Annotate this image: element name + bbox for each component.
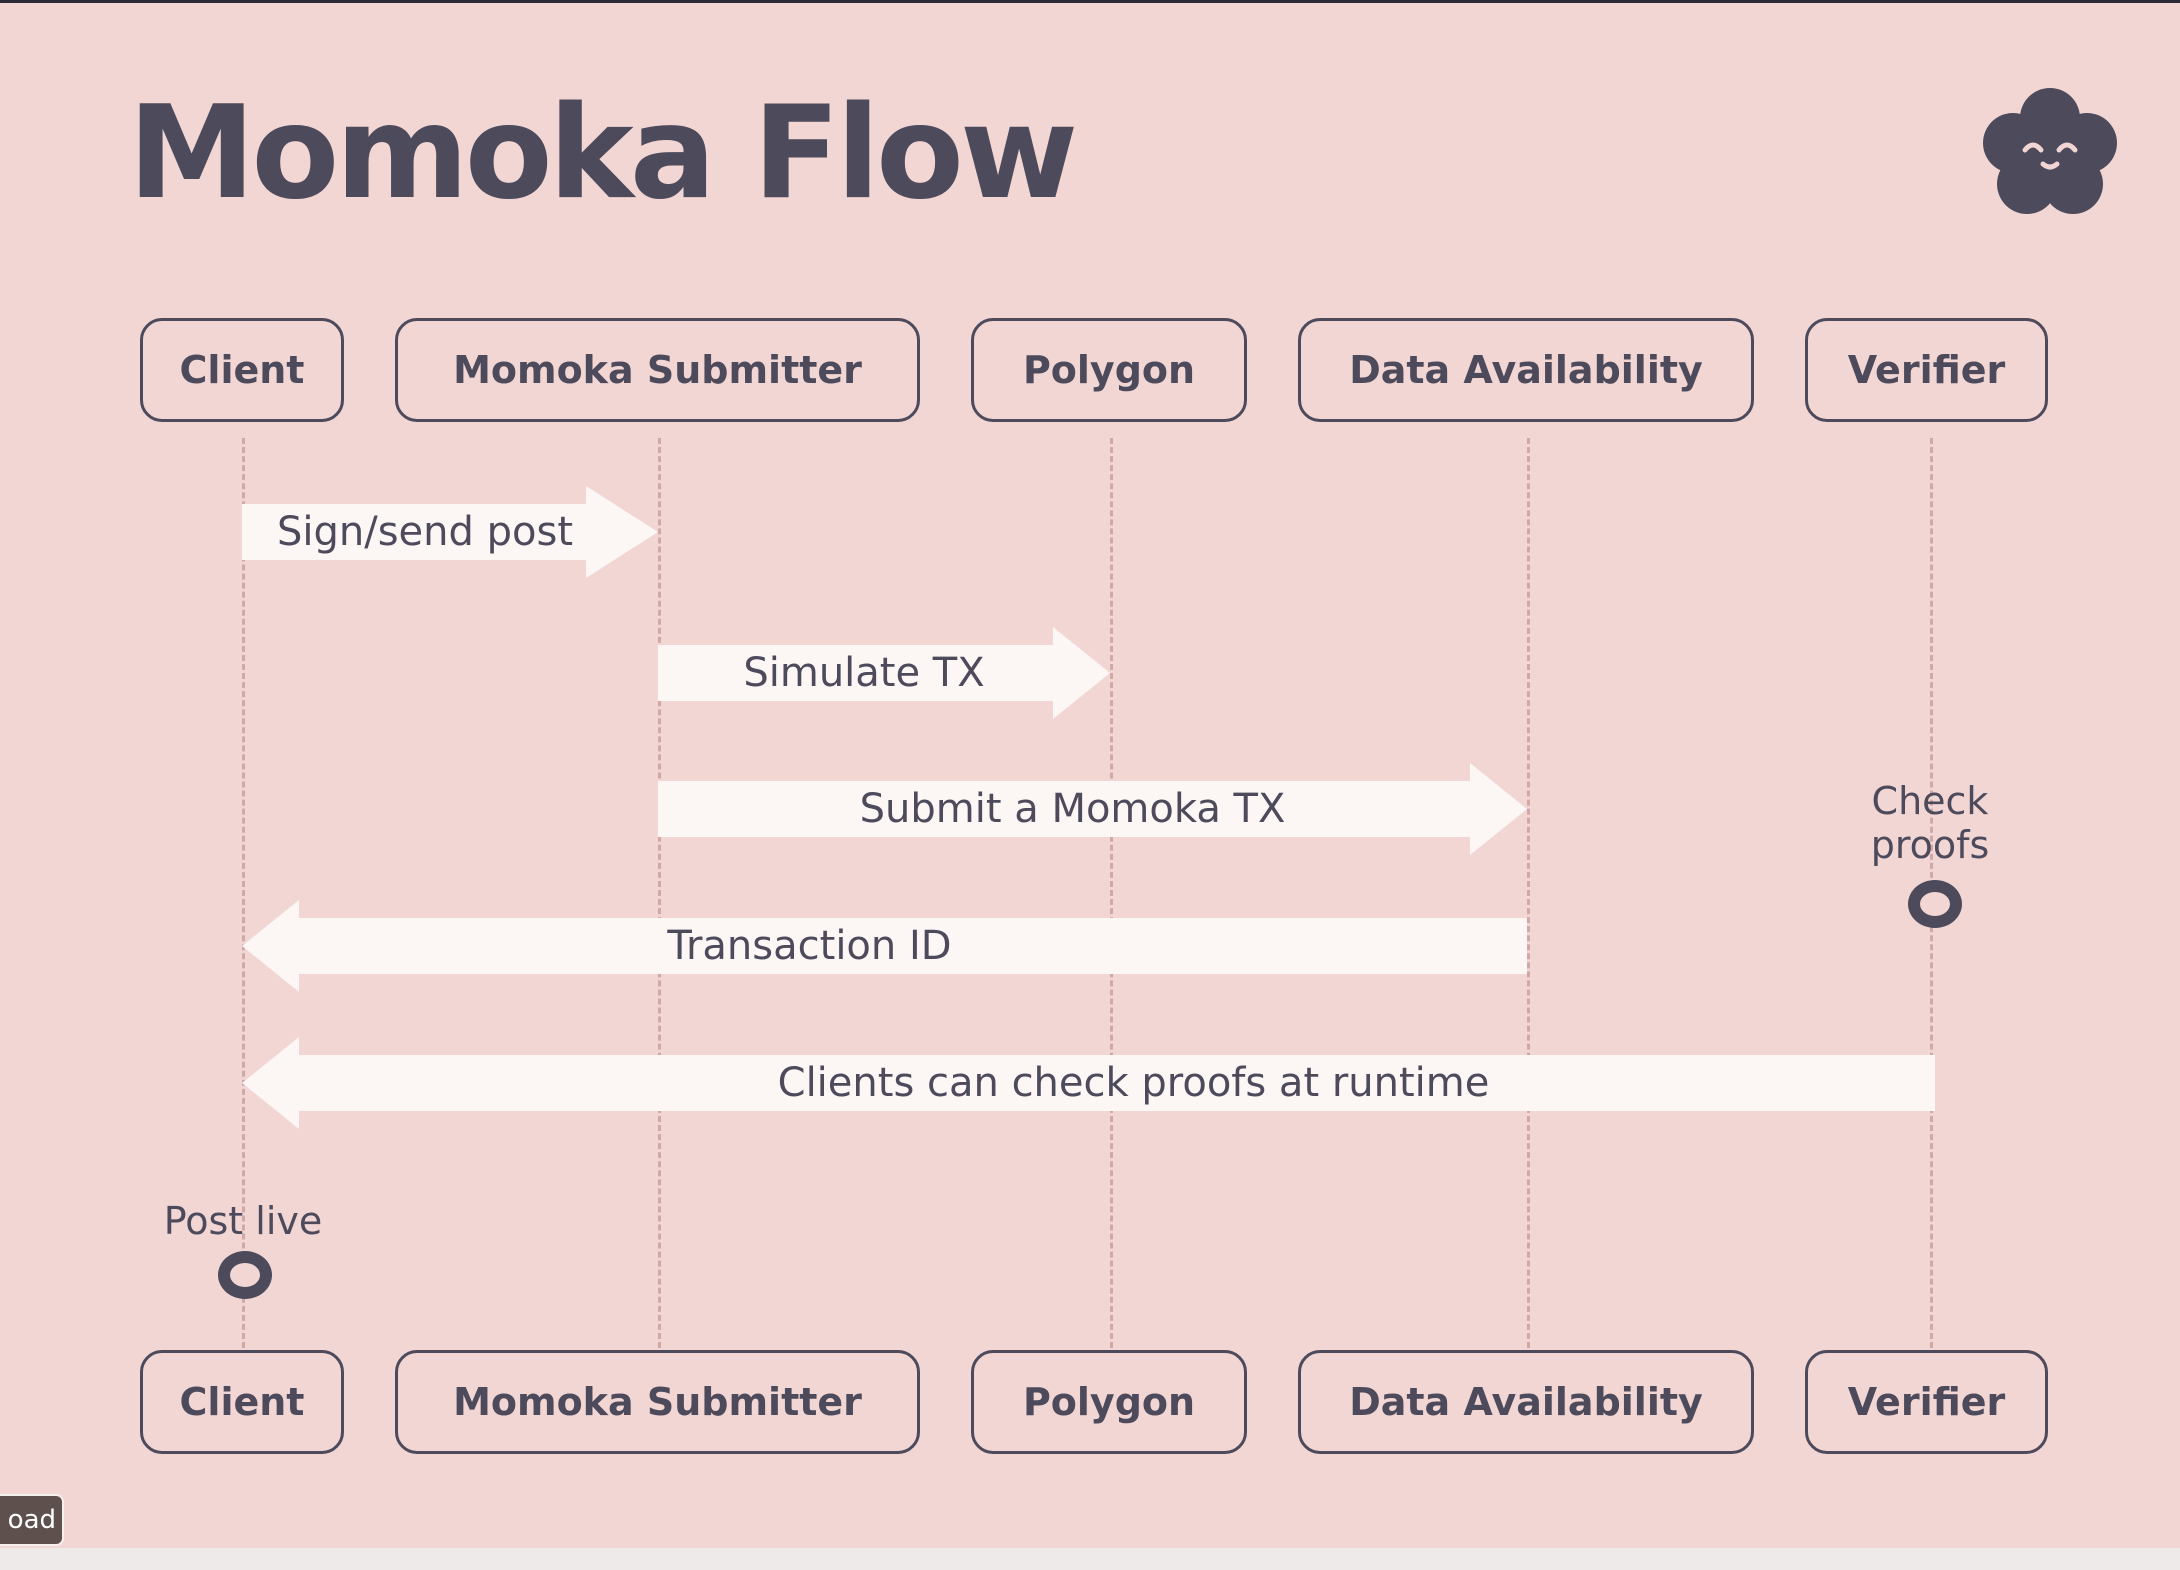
actor-verifier-top: Verifier — [1805, 318, 2048, 422]
actor-client-bottom: Client — [140, 1350, 344, 1454]
lifeline-momoka-submitter — [658, 438, 661, 1348]
message-label: Clients can check proofs at runtime — [777, 1060, 1490, 1106]
note-check-proofs: Check proofs — [1870, 779, 1990, 867]
message-transaction-id: Transaction ID — [242, 900, 1527, 992]
message-submit-momoka-tx: Submit a Momoka TX — [658, 763, 1527, 855]
actor-momoka-submitter-bottom: Momoka Submitter — [395, 1350, 920, 1454]
page-title: Momoka Flow — [128, 79, 1078, 228]
message-label: Sign/send post — [276, 509, 573, 555]
message-label: Simulate TX — [743, 650, 985, 696]
arrow-shape — [658, 763, 1527, 855]
actor-polygon-bottom: Polygon — [971, 1350, 1247, 1454]
actor-momoka-submitter-top: Momoka Submitter — [395, 318, 920, 422]
bottom-bar — [0, 1548, 2180, 1570]
marker-post-live — [218, 1251, 272, 1299]
message-sign-send-post: Sign/send post — [242, 486, 658, 578]
lifeline-polygon — [1110, 438, 1113, 1348]
lifeline-client — [242, 438, 245, 1348]
message-simulate-tx: Simulate TX — [658, 627, 1110, 719]
actor-polygon-top: Polygon — [971, 318, 1247, 422]
arrow-shape — [658, 627, 1110, 719]
actor-data-availability-top: Data Availability — [1298, 318, 1754, 422]
actor-verifier-bottom: Verifier — [1805, 1350, 2048, 1454]
lifeline-data-availability — [1527, 438, 1530, 1348]
actor-data-availability-bottom: Data Availability — [1298, 1350, 1754, 1454]
arrow-shape — [242, 1037, 1935, 1129]
flower-logo-icon — [1983, 88, 2117, 214]
actor-client-top: Client — [140, 318, 344, 422]
arrow-shape — [242, 900, 1527, 992]
note-post-live: Post live — [163, 1199, 323, 1243]
window-top-border — [0, 0, 2180, 3]
message-label: Transaction ID — [667, 923, 952, 969]
message-clients-check-proofs: Clients can check proofs at runtime — [242, 1037, 1935, 1129]
message-label: Submit a Momoka TX — [859, 786, 1286, 832]
marker-check-proofs — [1908, 880, 1962, 928]
arrow-shape — [242, 486, 658, 578]
download-button[interactable]: oad — [0, 1494, 64, 1546]
